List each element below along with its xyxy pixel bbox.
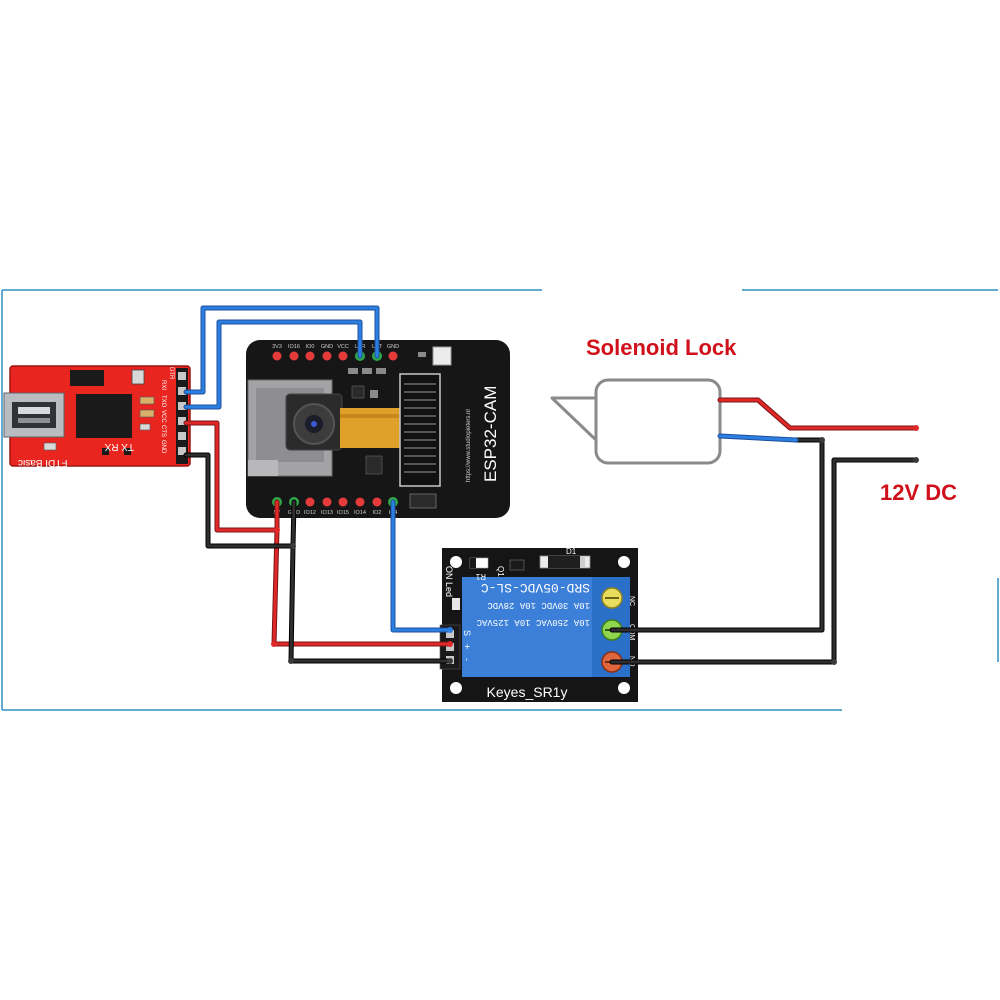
ftdi-pin-cts: CTS bbox=[160, 425, 166, 437]
supply-12v-label: 12V DC bbox=[880, 480, 958, 505]
esp32-pin-io15: IO15 bbox=[337, 510, 349, 516]
ftdi-pin-labels: DTR RXI TXO VCC CTS GND bbox=[160, 367, 174, 454]
relay-q1-label: Q1 bbox=[496, 566, 505, 577]
esp32-pin-io14: IO14 bbox=[354, 510, 366, 516]
ftdi-pin-txo: TXO bbox=[160, 395, 166, 408]
esp32-pin-io16: IO16 bbox=[288, 344, 300, 350]
esp32-pin-gnd-top2: GND bbox=[387, 344, 399, 350]
esp32-pin-io13: IO13 bbox=[321, 510, 333, 516]
relay-input-pin-labels: S + - bbox=[462, 630, 472, 661]
wire-joints bbox=[271, 425, 919, 665]
relay-terminal-nc: NC bbox=[628, 596, 635, 606]
relay-pin-plus: + bbox=[462, 644, 472, 649]
wires bbox=[183, 305, 919, 665]
ftdi-pin-gnd: GND bbox=[160, 440, 166, 454]
esp32-url: https://www.studiopieters.nl bbox=[466, 409, 472, 482]
esp32-cam-board bbox=[246, 340, 510, 518]
relay-rating-1: 10A 30VDC 10A 28VDC bbox=[487, 600, 590, 610]
esp32-pin-gnd-top: GND bbox=[321, 344, 333, 350]
relay-rating-2: 10A 250VAC 10A 125VAC bbox=[476, 617, 590, 627]
ftdi-board bbox=[3, 365, 191, 467]
relay-name: Keyes_SR1y bbox=[487, 684, 568, 700]
solenoid-lock-label: Solenoid Lock bbox=[586, 335, 737, 360]
esp32-board-name: ESP32-CAM bbox=[481, 386, 500, 482]
relay-d1-label: D1 bbox=[566, 547, 577, 556]
ftdi-pin-vcc: VCC bbox=[160, 410, 166, 423]
relay-model: SRD-05VDC-SL-C bbox=[481, 580, 590, 595]
ftdi-led-label: TX RX bbox=[104, 441, 134, 452]
frame bbox=[1, 289, 999, 711]
relay-r1-label: R1 bbox=[475, 572, 486, 581]
esp32-bottom-pins bbox=[305, 497, 382, 507]
fpc-connector bbox=[399, 373, 441, 487]
usb-connector-icon bbox=[3, 392, 65, 438]
relay-led-label: ON Led bbox=[444, 566, 454, 597]
esp32-pin-vcc: VCC bbox=[337, 344, 349, 350]
ftdi-label: FTDI Basic bbox=[18, 457, 67, 468]
ftdi-chip bbox=[76, 394, 132, 438]
relay-pin-s: S bbox=[462, 630, 472, 636]
esp32-pin-io0: IO0 bbox=[306, 344, 315, 350]
ftdi-pin-rxi: RXI bbox=[160, 380, 166, 390]
relay-module bbox=[439, 548, 638, 702]
esp32-pin-io2: IO2 bbox=[373, 510, 382, 516]
esp32-pin-io12: IO12 bbox=[304, 510, 316, 516]
flash-led bbox=[432, 346, 452, 366]
relay-pin-minus: - bbox=[462, 658, 472, 661]
solenoid-lock-icon bbox=[550, 378, 722, 465]
ftdi-pin-dtr: DTR bbox=[168, 367, 174, 380]
esp32-pin-3v3: 3V3 bbox=[272, 344, 282, 350]
esp32-top-pins bbox=[272, 351, 398, 361]
